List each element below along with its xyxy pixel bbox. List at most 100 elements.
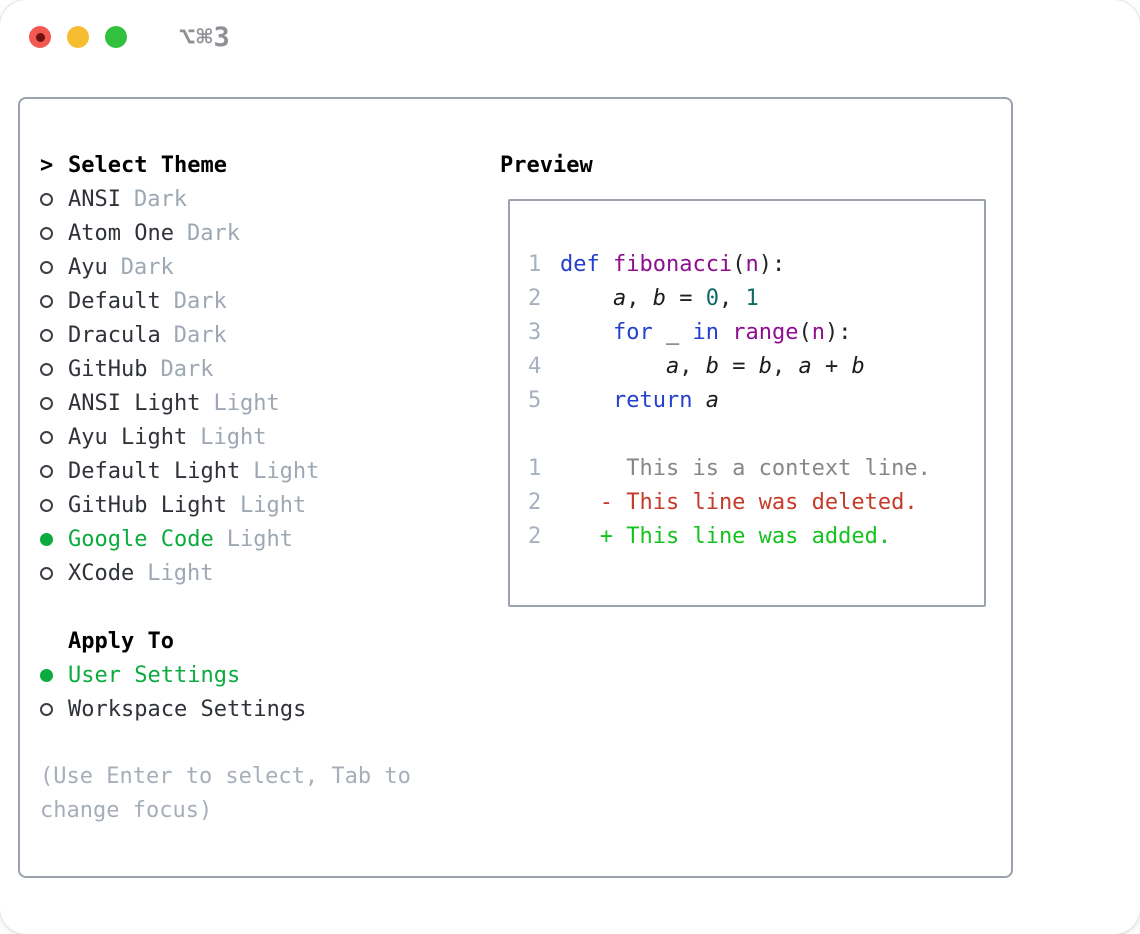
line-number: 4 [528,353,542,379]
preview-title: Preview [500,152,593,178]
code-token: , [626,285,653,311]
theme-name: GitHub Light [68,492,227,518]
code-token: 0 [705,285,719,311]
keyboard-hint: (Use Enter to select, Tab to change focu… [40,764,411,823]
theme-name: Dracula [68,322,161,348]
code-token: for [612,319,653,345]
apply-to-header: Apply To [40,624,480,658]
line-number: 1 [528,455,542,481]
main-panel: > Select Theme ANSI Dark Atom One Dark A… [18,97,1013,878]
apply-option-user-settings[interactable]: User Settings [40,658,480,692]
theme-name: ANSI [68,186,121,212]
theme-name: Atom One [68,220,174,246]
select-theme-title: Select Theme [68,152,227,178]
code-token: = [718,353,759,379]
window-shortcut-label: ⌥⌘3 [179,21,231,53]
blank-line [528,417,984,451]
code-token [560,320,613,345]
code-token: + [811,353,852,379]
code-line: 4 a, b = b, a + b [528,349,984,383]
theme-option-ansi-dark[interactable]: ANSI Dark [40,182,480,216]
theme-variant: Dark [173,288,227,314]
code-token: , [771,353,799,379]
radio-icon [40,702,68,716]
theme-name: Ayu [68,254,108,280]
theme-option-xcode-light[interactable]: XCode Light [40,556,480,590]
radio-icon [40,396,68,410]
titlebar: ⌥⌘3 [0,0,1140,74]
theme-variant: Light [239,492,307,518]
code-token: range [732,319,799,345]
radio-icon [40,566,68,580]
radio-icon [40,192,68,206]
code-token [679,320,692,345]
theme-variant: Light [147,560,214,586]
diff-line-deleted: 2 - This line was deleted. [528,485,984,519]
code-token: b [758,353,772,379]
line-number: 2 [528,489,542,515]
theme-name: Google Code [68,526,214,552]
code-token: , [679,353,706,379]
code-token [560,354,666,379]
line-number: 5 [528,387,542,413]
apply-option-label: Workspace Settings [68,696,307,722]
theme-option-default-dark[interactable]: Default Dark [40,284,480,318]
line-number: 2 [528,285,542,311]
zoom-button[interactable] [105,26,127,48]
diff-text: - This line was deleted. [560,489,918,515]
code-token: = [665,285,706,311]
theme-name: Ayu Light [68,424,188,450]
cursor-marker-icon: > [40,152,54,178]
close-button[interactable] [29,26,51,48]
code-token: def [560,251,600,277]
theme-option-default-light[interactable]: Default Light Light [40,454,480,488]
theme-option-google-code-light[interactable]: Google Code Light [40,522,480,556]
code-token: a [705,387,719,413]
diff-text: + This line was added. [560,523,892,549]
theme-variant: Light [213,390,280,416]
theme-variant: Dark [173,322,227,348]
apply-option-workspace-settings[interactable]: Workspace Settings [40,692,480,726]
radio-icon [40,226,68,240]
theme-name: ANSI Light [68,390,201,416]
theme-variant: Dark [186,220,240,246]
theme-variant: Light [253,458,320,484]
theme-variant: Dark [160,356,214,382]
theme-name: Default Light [68,458,241,484]
code-token: ( [798,319,812,345]
line-number: 3 [528,319,542,345]
code-token: return [612,387,693,413]
code-token: 1 [745,285,759,311]
diff-text: This is a context line. [560,455,931,481]
code-token [560,286,613,311]
radio-icon [40,430,68,444]
code-token: a [665,353,680,379]
theme-variant: Light [200,424,267,450]
theme-option-dracula-dark[interactable]: Dracula Dark [40,318,480,352]
theme-option-ayu-dark[interactable]: Ayu Dark [40,250,480,284]
code-token [600,252,613,277]
code-token: b [851,353,865,379]
theme-name: Default [68,288,161,314]
apply-option-label: User Settings [68,662,241,688]
code-token [719,320,732,345]
theme-option-github-dark[interactable]: GitHub Dark [40,352,480,386]
theme-name: GitHub [68,356,148,382]
code-token: n [811,319,825,345]
minimize-button[interactable] [67,26,89,48]
radio-icon [40,260,68,274]
theme-option-ayu-light[interactable]: Ayu Light Light [40,420,480,454]
theme-option-ansi-light[interactable]: ANSI Light Light [40,386,480,420]
code-token: ): [824,319,852,345]
select-theme-header: > Select Theme [40,148,480,182]
code-line: 2 a, b = 0, 1 [528,281,984,315]
code-token: fibonacci [613,251,733,277]
code-token: _ [665,319,680,345]
theme-option-atom-one-dark[interactable]: Atom One Dark [40,216,480,250]
code-token: ( [732,251,746,277]
theme-option-github-light[interactable]: GitHub Light Light [40,488,480,522]
